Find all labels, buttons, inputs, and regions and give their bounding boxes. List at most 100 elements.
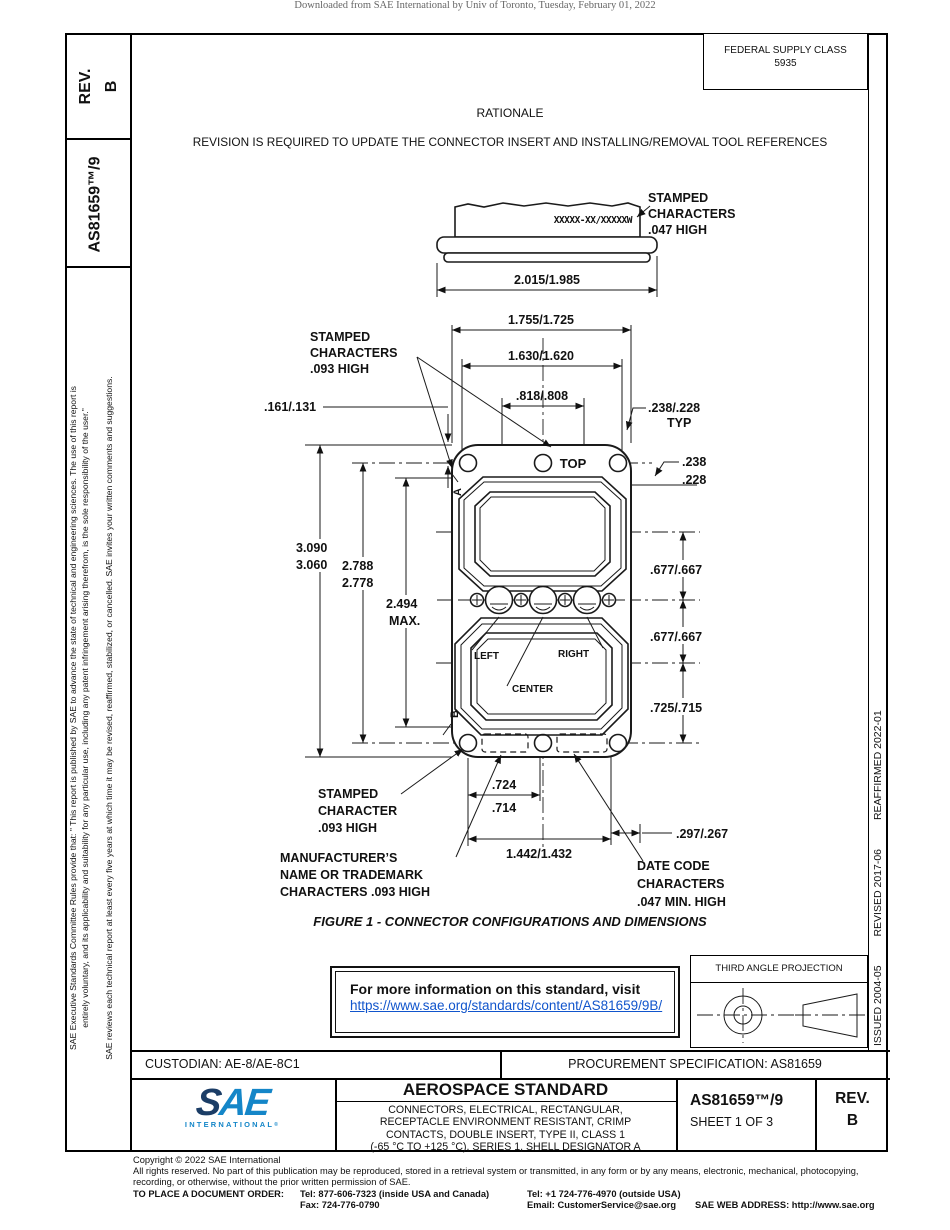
date-code-label-2: CHARACTERS	[637, 877, 725, 891]
standard-title-cell: AEROSPACE STANDARD CONNECTORS, ELECTRICA…	[335, 1078, 676, 1154]
dim-insert-width: .818/.808	[516, 389, 568, 403]
order-email: Email: CustomerService@sae.org	[527, 1199, 677, 1210]
dim-overall-width: 1.755/1.725	[508, 313, 574, 327]
footer-rev-label: REV.	[835, 1090, 870, 1107]
sae-web-address: SAE WEB ADDRESS: http://www.sae.org	[695, 1199, 875, 1210]
footer-row2-divider-3	[815, 1078, 817, 1152]
stamped-char-bottom-label-1: STAMPED	[318, 787, 378, 801]
sae-logo: SAE INTERNATIONAL®	[130, 1082, 335, 1152]
dimension-lines: 1.755/1.725 1.630/1.620 .818/.808 .238/.…	[264, 313, 728, 909]
dim-typ-offset: .238/.228	[648, 401, 700, 415]
dim-side-width: 2.015/1.985	[514, 273, 580, 287]
dim-bottom-insert: .725/.715	[650, 701, 702, 715]
standard-link[interactable]: https://www.sae.org/standards/content/AS…	[350, 998, 663, 1013]
manufacturer-label-1: MANUFACTURER’S	[280, 851, 397, 865]
document-frame	[65, 33, 888, 1152]
date-code-label-1: DATE CODE	[637, 859, 710, 873]
screw-row	[469, 592, 617, 608]
footer-sheet-number: SHEET 1 OF 3	[690, 1115, 774, 1129]
rev-cell: REV. B	[815, 1090, 890, 1130]
manufacturer-label-2: NAME OR TRADEMARK	[280, 868, 423, 882]
copyright-line-2: All rights reserved. No part of this pub…	[133, 1166, 859, 1177]
stamped-char-bottom-label-2: CHARACTER	[318, 804, 397, 818]
dim-hole-offset: .161/.131	[264, 400, 316, 414]
dim-lower-insert: .677/.667	[650, 630, 702, 644]
left-column-divider	[130, 33, 132, 1152]
doc-number-vertical: AS81659™/9	[86, 155, 103, 253]
stamped-chars-left-label-1: STAMPED	[310, 330, 370, 344]
connector-side-view: XXXXX-XX/XXXXXW STAMPED CHARACTERS .047 …	[436, 191, 736, 297]
dim-max-height-2: MAX.	[389, 614, 420, 628]
dim-slot-width-2: .714	[492, 801, 516, 815]
rev-box: REV. B	[65, 33, 130, 140]
jackpost-right	[572, 585, 602, 615]
sae-logo-international: INTERNATIONAL	[184, 1120, 275, 1129]
procurement-cell: PROCUREMENT SPECIFICATION: AS81659	[568, 1057, 822, 1071]
dim-hole-span-1: 2.788	[342, 559, 373, 573]
stamped-chars-top-label-3: .047 HIGH	[648, 223, 707, 237]
doc-number-cell: AS81659™/9 SHEET 1 OF 3	[690, 1092, 810, 1129]
datum-b-marker: B	[449, 710, 461, 718]
legal-line-2: entirely voluntary, and its applicabilit…	[79, 408, 90, 1028]
stamped-char-bottom-label-3: .093 HIGH	[318, 821, 377, 835]
legal-line-1: SAE Executive Standards Committee Rules …	[68, 386, 78, 1050]
dim-max-height-1: 2.494	[386, 597, 417, 611]
standard-desc-line-1: CONNECTORS, ELECTRICAL, RECTANGULAR,	[388, 1104, 623, 1116]
footer-row1-divider	[500, 1050, 502, 1078]
date-code-label-3: .047 MIN. HIGH	[637, 895, 726, 909]
standard-desc-line-3: CONTACTS, DOUBLE INSERT, TYPE II, CLASS …	[385, 1128, 625, 1141]
stamped-chars-top-label-2: CHARACTERS	[648, 207, 736, 221]
legal-text-paragraph-2: SAE reviews each technical report at lea…	[104, 376, 114, 1060]
legal-text-paragraph-1: SAE Executive Standards Committee Rules …	[68, 290, 92, 1146]
figure-caption: FIGURE 1 - CONNECTOR CONFIGURATIONS AND …	[313, 914, 707, 929]
third-angle-projection-title: THIRD ANGLE PROJECTION	[691, 956, 867, 983]
footer-rev-value: B	[846, 1112, 859, 1129]
standard-desc-line-4: (-65 °C TO +125 °C), SERIES 1, SHELL DES…	[370, 1141, 641, 1154]
stamped-chars-left-label-2: CHARACTERS	[310, 346, 398, 360]
rev-box-value: B	[103, 80, 120, 93]
standard-heading: AEROSPACE STANDARD	[335, 1078, 676, 1102]
order-tel-2: Tel: +1 724-776-4970 (outside USA)	[527, 1188, 681, 1199]
custodian-cell: CUSTODIAN: AE-8/AE-8C1	[145, 1057, 300, 1071]
sae-logo-ae: AE	[217, 1082, 271, 1124]
connector-front-view: TOP A	[442, 444, 632, 758]
more-info-text: For more information on this standard, v…	[350, 981, 641, 997]
dim-inner-width: 1.630/1.620	[508, 349, 574, 363]
standard-desc-line-2: RECEPTACLE ENVIRONMENT RESISTANT, CRIMP	[379, 1116, 632, 1129]
center-insert-label: CENTER	[512, 684, 554, 695]
right-strip-divider	[868, 33, 869, 1050]
federal-supply-class-box: FEDERAL SUPPLY CLASS 5935	[703, 33, 868, 90]
manufacturer-label-3: CHARACTERS .093 HIGH	[280, 885, 430, 899]
right-insert-label: RIGHT	[558, 649, 589, 660]
issued-date: ISSUED 2004-05	[872, 965, 884, 1046]
footer-row2-divider-2	[676, 1078, 678, 1152]
order-label: TO PLACE A DOCUMENT ORDER:	[133, 1188, 284, 1199]
jackpost-left	[484, 585, 514, 615]
dim-hole-span-2: 2.778	[342, 576, 373, 590]
federal-supply-class-value: 5935	[774, 58, 797, 69]
dim-bottom-span: 1.442/1.432	[506, 847, 572, 861]
order-fax: Fax: 724-776-0790	[300, 1199, 380, 1210]
stamped-chars-left-label-3: .093 HIGH	[310, 362, 369, 376]
dim-edge-offset-2: .228	[682, 473, 706, 487]
jackpost-center	[528, 585, 558, 615]
doc-number-box: AS81659™/9	[65, 140, 130, 268]
stamped-part-number: XXXXX-XX/XXXXXW	[554, 215, 633, 226]
third-angle-projection-box: THIRD ANGLE PROJECTION	[690, 955, 868, 1048]
dim-upper-insert: .677/.667	[650, 563, 702, 577]
rationale-heading: RATIONALE	[476, 106, 544, 120]
dim-date-offset: .297/.267	[676, 827, 728, 841]
order-tel-1: Tel: 877-606-7323 (inside USA and Canada…	[300, 1188, 490, 1199]
footer-table-top-border	[130, 1050, 890, 1052]
copyright-line-3: recording, or otherwise, without the pri…	[133, 1177, 411, 1188]
dim-overall-height-1: 3.090	[296, 541, 327, 555]
copyright-line-1: Copyright © 2022 SAE International	[133, 1155, 281, 1165]
third-angle-projection-symbol	[697, 988, 865, 1043]
footer-row2-divider-1	[335, 1078, 337, 1152]
rationale-body: REVISION IS REQUIRED TO UPDATE THE CONNE…	[192, 135, 828, 149]
dim-overall-height-2: 3.060	[296, 558, 327, 572]
sae-logo-reg-mark: ®	[274, 1122, 281, 1128]
figure1-drawing: XXXXX-XX/XXXXXW STAMPED CHARACTERS .047 …	[264, 191, 736, 909]
more-info-box: For more information on this standard, v…	[330, 966, 680, 1038]
